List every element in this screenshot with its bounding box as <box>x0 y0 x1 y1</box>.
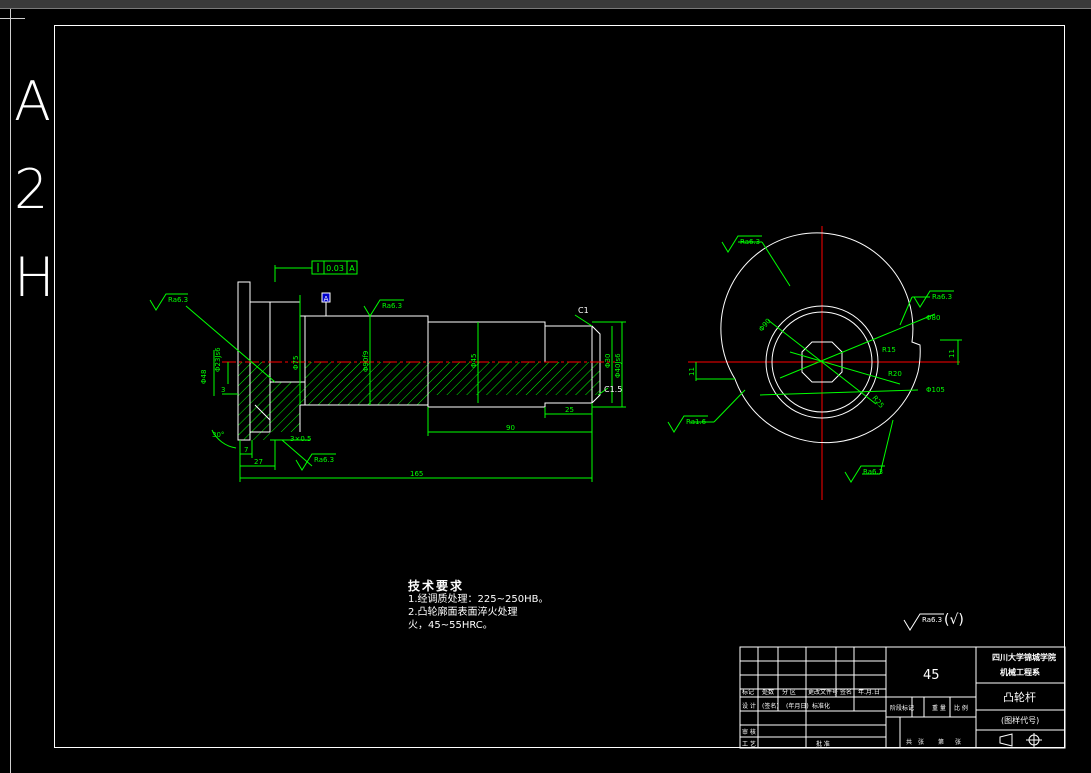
dim-d75: Φ75 <box>292 356 300 370</box>
ra-cam-left: Ra1.6 <box>686 418 707 426</box>
tb-drawing-no: (图样代号) <box>1001 716 1040 725</box>
tb-no-sheet: 张 <box>955 739 962 746</box>
cam-circle-inner <box>771 311 873 413</box>
ra-cam-top: Ra6.3 <box>740 238 760 246</box>
chamfer-c1-5: C1.5 <box>604 385 622 394</box>
dim-angle: 30° <box>212 431 224 439</box>
ra-left-c: Ra6.3 <box>314 456 334 464</box>
roughness-symbols-right <box>667 235 954 483</box>
ra-cam-right: Ra6.3 <box>932 293 952 301</box>
title-block-symbol <box>999 733 1042 747</box>
dim-cam-r20: R20 <box>888 370 902 378</box>
left-margin-line <box>10 9 11 773</box>
tb-stage: 阶段标记 <box>890 705 915 712</box>
tb-review: 审 核 <box>742 729 756 736</box>
dim-d48: Φ48 <box>200 370 208 384</box>
dim-groove: 3×0.5 <box>290 435 311 443</box>
ra-left-b: Ra6.3 <box>382 302 402 310</box>
dim-d23: Φ23Js6 <box>214 347 222 372</box>
sheet-size-char-3: H <box>14 246 55 309</box>
tb-material: 45 <box>923 668 940 683</box>
tb-col-date: 年.月.日 <box>858 689 880 696</box>
tb-col-mark: 标记 <box>742 689 755 696</box>
tech-title: 技术要求 <box>408 579 465 593</box>
tech-line-2: 2.凸轮廓面表面淬火处理 <box>408 607 518 618</box>
general-ra-suffix: (√) <box>944 612 964 628</box>
tb-total: 共 <box>906 739 913 746</box>
tol-value: 0.03 <box>326 264 344 273</box>
tb-col-sign: 签名 <box>840 689 853 696</box>
shaft-dimension-lines <box>185 265 626 482</box>
cam-bore <box>801 341 843 383</box>
tb-col-zone: 分 区 <box>782 689 796 696</box>
tb-approve: 批 准 <box>816 741 830 748</box>
tol-datum: A <box>349 264 355 273</box>
dim-3: 3 <box>221 386 225 394</box>
tb-design-date: (年月日) <box>786 703 809 710</box>
tb-total-sheets: 张 <box>918 739 925 746</box>
chamfer-c1: C1 <box>578 306 589 315</box>
tech-line-1: 1.经调质处理：225~250HB。 <box>408 594 549 605</box>
tb-school-2: 机械工程系 <box>1000 668 1040 677</box>
tb-scale: 比 例 <box>954 705 968 712</box>
cam-end-view[interactable]: Ra6.3 Ra6.3 Ra1.6 Ra6.3 Φ80 Φ90 Φ105 R15… <box>667 226 962 500</box>
tb-standard: 标准化 <box>812 703 831 710</box>
tb-col-change: 更改文件号 <box>808 689 839 696</box>
tb-design-sign: (签名) <box>762 703 779 710</box>
shaft-hatch <box>238 362 600 440</box>
general-roughness: Ra6.3 (√) <box>903 612 964 631</box>
cam-circle-outer <box>765 305 879 419</box>
dim-cam-d105: Φ105 <box>926 386 945 394</box>
shaft-section-view[interactable]: 0.03 A A Ra6.3 Ra6.3 Ra6.3 C1 C1.5 Φ23Js… <box>149 260 626 482</box>
datum-label: A <box>324 295 329 303</box>
dim-cam-d80: Φ80 <box>926 314 940 322</box>
roughness-symbols-left <box>149 293 404 471</box>
corner-tick <box>0 18 25 19</box>
dim-cam-11-left: 11 <box>688 367 696 376</box>
dim-7: 7 <box>244 446 248 454</box>
drawing-frame <box>54 25 1065 748</box>
dim-25: 25 <box>565 406 574 414</box>
tb-no: 第 <box>938 739 945 746</box>
technical-requirements: 技术要求 1.经调质处理：225~250HB。 2.凸轮廓面表面淬火处理 火，4… <box>408 580 548 632</box>
dim-d45: Φ45 <box>470 354 478 368</box>
ra-left-a: Ra6.3 <box>168 296 188 304</box>
sheet-size-label: A 2 H <box>14 58 55 322</box>
dim-27: 27 <box>254 458 263 466</box>
cam-profile <box>720 232 921 444</box>
geometric-tolerance-frame <box>311 260 358 275</box>
top-edge-line <box>0 8 1091 9</box>
sheet-size-char-2: 2 <box>14 158 49 221</box>
dim-cam-11-right: 11 <box>948 349 956 358</box>
dim-d30: Φ30 <box>604 354 612 368</box>
dim-cam-d90: Φ90 <box>757 317 772 333</box>
sheet-size-char-1: A <box>14 70 51 133</box>
dim-90: 90 <box>506 424 515 432</box>
ra-cam-bottom: Ra6.3 <box>863 468 883 476</box>
dim-d40: Φ40Js6 <box>614 353 622 378</box>
tb-weight: 重 量 <box>932 705 946 712</box>
tb-school-1: 四川大学锦城学院 <box>992 653 1056 662</box>
top-toolbar-strip <box>0 0 1091 8</box>
tb-process: 工 艺 <box>742 741 756 748</box>
tb-design: 设 计 <box>742 703 756 710</box>
general-ra-value: Ra6.3 <box>922 616 942 624</box>
title-block-grid <box>739 646 1066 749</box>
shaft-outline <box>237 281 601 441</box>
tech-line-3: 火，45~55HRC。 <box>408 620 493 631</box>
dim-cam-r15: R15 <box>882 346 896 354</box>
dim-d90: Φ90f9 <box>362 351 370 372</box>
tb-col-count: 处数 <box>762 689 775 696</box>
tb-part-name: 凸轮杆 <box>1003 691 1036 704</box>
dim-165: 165 <box>410 470 423 478</box>
cam-dimension-lines <box>690 241 962 475</box>
